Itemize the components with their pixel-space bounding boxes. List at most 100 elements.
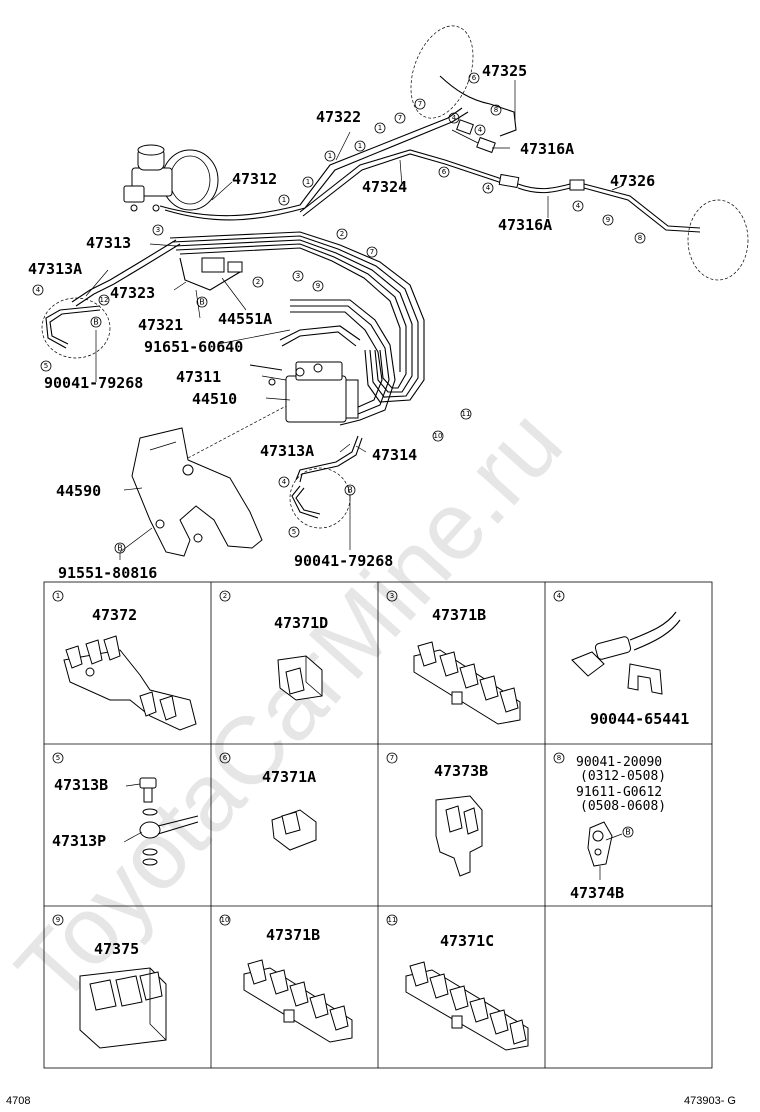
svg-text:2: 2	[340, 230, 344, 238]
svg-text:8: 8	[638, 234, 642, 242]
label-47324: 47324	[362, 178, 407, 196]
clamp-47371B-a: 47371B	[413, 606, 521, 725]
label-44590: 44590	[56, 482, 101, 500]
svg-text:1: 1	[306, 178, 310, 186]
svg-text:10: 10	[221, 916, 230, 924]
svg-text:90041-20090: 90041-20090	[576, 755, 662, 770]
svg-text:47371B: 47371B	[266, 926, 320, 944]
svg-text:B: B	[625, 828, 631, 837]
footer-figure-code: 473903- G	[684, 1095, 736, 1107]
svg-text:6: 6	[442, 168, 447, 176]
svg-text:8: 8	[494, 106, 498, 114]
svg-text:3: 3	[156, 226, 160, 234]
svg-text:4: 4	[452, 114, 457, 122]
svg-text:4: 4	[557, 592, 562, 600]
svg-text:7: 7	[370, 248, 374, 256]
svg-text:5: 5	[44, 362, 48, 370]
svg-text:47313B: 47313B	[54, 776, 108, 794]
svg-text:(0312-0508): (0312-0508)	[580, 769, 666, 784]
svg-text:12: 12	[100, 296, 109, 304]
svg-text:6: 6	[472, 74, 477, 82]
label-47326: 47326	[610, 172, 655, 190]
svg-text:B: B	[93, 318, 99, 327]
svg-text:3: 3	[390, 592, 394, 600]
svg-text:1: 1	[56, 592, 60, 600]
svg-text:5: 5	[292, 528, 296, 536]
svg-text:5: 5	[56, 754, 60, 762]
svg-text:2: 2	[223, 592, 227, 600]
svg-text:B: B	[117, 544, 123, 553]
svg-text:4: 4	[282, 478, 287, 486]
svg-text:47374B: 47374B	[570, 884, 624, 902]
clamp-47371B-b: 47371B	[243, 926, 353, 1043]
svg-text:91611-G0612: 91611-G0612	[576, 785, 662, 800]
label-47322: 47322	[316, 108, 361, 126]
label-47313: 47313	[86, 234, 131, 252]
svg-text:47375: 47375	[94, 940, 139, 958]
svg-text:2: 2	[256, 278, 260, 286]
clamp-47374B: 90041-20090 (0312-0508) 91611-G0612 (050…	[570, 755, 666, 902]
label-44551A: 44551A	[218, 310, 272, 328]
clamp-47373B: 47373B	[434, 762, 488, 877]
svg-text:90044-65441: 90044-65441	[590, 710, 689, 728]
label-47325: 47325	[482, 62, 527, 80]
svg-text:6: 6	[223, 754, 228, 762]
svg-text:7: 7	[418, 100, 422, 108]
svg-text:47313P: 47313P	[52, 832, 106, 850]
svg-text:8: 8	[557, 754, 561, 762]
svg-text:1: 1	[282, 196, 286, 204]
clamp-47371D: 47371D	[274, 614, 328, 701]
detail-grid: 1 2 3 4 5 6 7 8 9 10 11 47372 47371D	[43, 581, 713, 1069]
label-47313A-lower: 47313A	[260, 442, 314, 460]
svg-text:4: 4	[478, 126, 483, 134]
svg-text:47371B: 47371B	[432, 606, 486, 624]
svg-text:11: 11	[388, 916, 397, 924]
label-91651-60640: 91651-60640	[144, 338, 243, 356]
label-47314: 47314	[372, 446, 417, 464]
svg-text:47371D: 47371D	[274, 614, 328, 632]
svg-text:47371C: 47371C	[440, 932, 494, 950]
svg-text:9: 9	[316, 282, 320, 290]
clamp-47372: 47372	[63, 606, 197, 731]
part-labels: 47325 47322 47316A 47312 47324 47326 473…	[28, 62, 655, 582]
label-47316A-lower: 47316A	[498, 216, 552, 234]
label-47323: 47323	[110, 284, 155, 302]
actuator-bracket	[131, 427, 263, 557]
svg-text:1: 1	[378, 124, 382, 132]
union-bolt-set: 47313B 47313P	[52, 776, 199, 866]
svg-text:7: 7	[390, 754, 394, 762]
label-91551-80816: 91551-80816	[58, 564, 157, 582]
label-47316A-upper: 47316A	[520, 140, 574, 158]
clamp-47371A: 47371A	[262, 768, 317, 851]
label-47311: 47311	[176, 368, 221, 386]
svg-text:9: 9	[606, 216, 610, 224]
clamp-47371C: 47371C	[405, 932, 529, 1051]
brake-assembly: 6 7 7 1 1 1 1 1 4 4 8 6 4 4 9 8 3 2 7 2 …	[28, 25, 749, 582]
svg-text:4: 4	[486, 184, 491, 192]
svg-text:1: 1	[358, 142, 362, 150]
label-90041-79268-lower: 90041-79268	[294, 552, 393, 570]
clamp-47375: 47375	[79, 940, 167, 1049]
label-44510: 44510	[192, 390, 237, 408]
svg-text:1: 1	[328, 152, 332, 160]
svg-text:4: 4	[36, 286, 41, 294]
svg-text:9: 9	[56, 916, 60, 924]
svg-text:B: B	[199, 298, 205, 307]
svg-text:47373B: 47373B	[434, 762, 488, 780]
svg-text:3: 3	[296, 272, 300, 280]
abs-actuator	[285, 361, 359, 423]
clip-90044-65441: 90044-65441	[571, 611, 689, 728]
svg-text:4: 4	[576, 202, 581, 210]
brake-master-cylinder	[123, 144, 219, 212]
svg-text:7: 7	[398, 114, 402, 122]
label-47321: 47321	[138, 316, 183, 334]
svg-text:11: 11	[462, 410, 471, 418]
svg-text:10: 10	[434, 432, 443, 440]
label-47312: 47312	[232, 170, 277, 188]
svg-text:47372: 47372	[92, 606, 137, 624]
footer-page-code: 4708	[6, 1095, 30, 1107]
label-90041-79268-upper: 90041-79268	[44, 374, 143, 392]
svg-text:(0508-0608): (0508-0608)	[580, 799, 666, 814]
callout-markers: 6 7 7 1 1 1 1 1 4 4 8 6 4 4 9 8 3 2 7 2 …	[32, 72, 646, 554]
